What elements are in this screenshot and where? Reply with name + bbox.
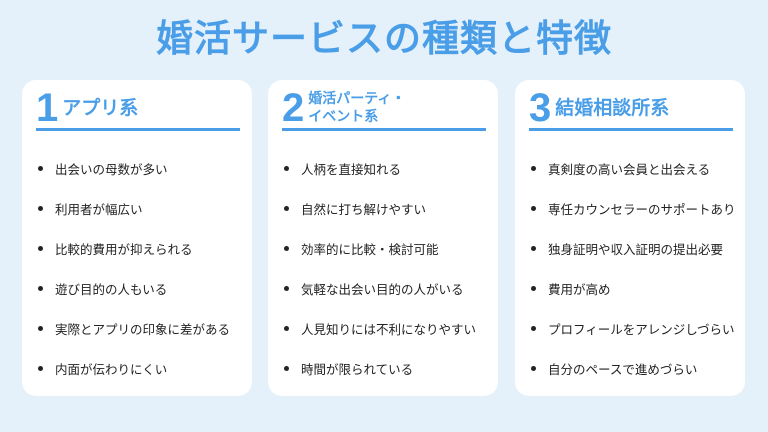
bullet-icon (284, 205, 289, 211)
list-item: 独身証明や収入証明の提出必要 (515, 228, 745, 268)
bullet-icon (38, 285, 43, 291)
list-item: 人柄を直接知れる (268, 148, 498, 188)
bullet-icon (284, 285, 289, 291)
list-item: 内面が伝わりにくい (22, 348, 252, 388)
bullet-icon (531, 285, 536, 291)
card-header: 3 結婚相談所系 (529, 88, 733, 128)
list-item: 人見知りには不利になりやすい (268, 308, 498, 348)
card-header: 2 婚活パーティ・ イベント系 (282, 88, 486, 128)
list-item: 効率的に比較・検討可能 (268, 228, 498, 268)
list-item: 専任カウンセラーのサポートあり (515, 188, 745, 228)
list-item: プロフィールをアレンジしづらい (515, 308, 745, 348)
bullet-icon (531, 165, 536, 171)
bullet-icon (284, 165, 289, 171)
feature-list: 真剣度の高い会員と出会える 専任カウンセラーのサポートあり 独身証明や収入証明の… (515, 148, 745, 388)
card-title: アプリ系 (62, 97, 139, 119)
list-item: 真剣度の高い会員と出会える (515, 148, 745, 188)
list-item: 気軽な出会い目的の人がいる (268, 268, 498, 308)
list-item: 時間が限られている (268, 348, 498, 388)
bullet-icon (531, 365, 536, 371)
bullet-icon (284, 245, 289, 251)
bullet-icon (531, 245, 536, 251)
bullet-icon (284, 365, 289, 371)
card-app: 1 アプリ系 出会いの母数が多い 利用者が幅広い 比較的費用が抑えられる 遊び目… (22, 80, 252, 396)
list-item: 自分のペースで進めづらい (515, 348, 745, 388)
list-item: 遊び目的の人もいる (22, 268, 252, 308)
divider (36, 128, 240, 131)
bullet-icon (38, 365, 43, 371)
card-agency: 3 結婚相談所系 真剣度の高い会員と出会える 専任カウンセラーのサポートあり 独… (515, 80, 745, 396)
feature-list: 出会いの母数が多い 利用者が幅広い 比較的費用が抑えられる 遊び目的の人もいる … (22, 148, 252, 388)
bullet-icon (38, 165, 43, 171)
feature-list: 人柄を直接知れる 自然に打ち解けやすい 効率的に比較・検討可能 気軽な出会い目的… (268, 148, 498, 388)
card-header: 1 アプリ系 (36, 88, 240, 128)
list-item: 出会いの母数が多い (22, 148, 252, 188)
divider (529, 128, 733, 131)
bullet-icon (38, 325, 43, 331)
list-item: 利用者が幅広い (22, 188, 252, 228)
bullet-icon (284, 325, 289, 331)
list-item: 費用が高め (515, 268, 745, 308)
bullet-icon (38, 245, 43, 251)
bullet-icon (531, 325, 536, 331)
card-title: 結婚相談所系 (555, 97, 670, 119)
card-number: 3 (529, 86, 552, 130)
bullet-icon (38, 205, 43, 211)
page-title: 婚活サービスの種類と特徴 (156, 17, 612, 60)
card-number: 2 (282, 86, 305, 130)
list-item: 実際とアプリの印象に差がある (22, 308, 252, 348)
bullet-icon (531, 205, 536, 211)
card-party: 2 婚活パーティ・ イベント系 人柄を直接知れる 自然に打ち解けやすい 効率的に… (268, 80, 498, 396)
card-number: 1 (36, 86, 59, 130)
divider (282, 128, 486, 131)
card-title: 婚活パーティ・ イベント系 (308, 91, 406, 125)
list-item: 比較的費用が抑えられる (22, 228, 252, 268)
list-item: 自然に打ち解けやすい (268, 188, 498, 228)
